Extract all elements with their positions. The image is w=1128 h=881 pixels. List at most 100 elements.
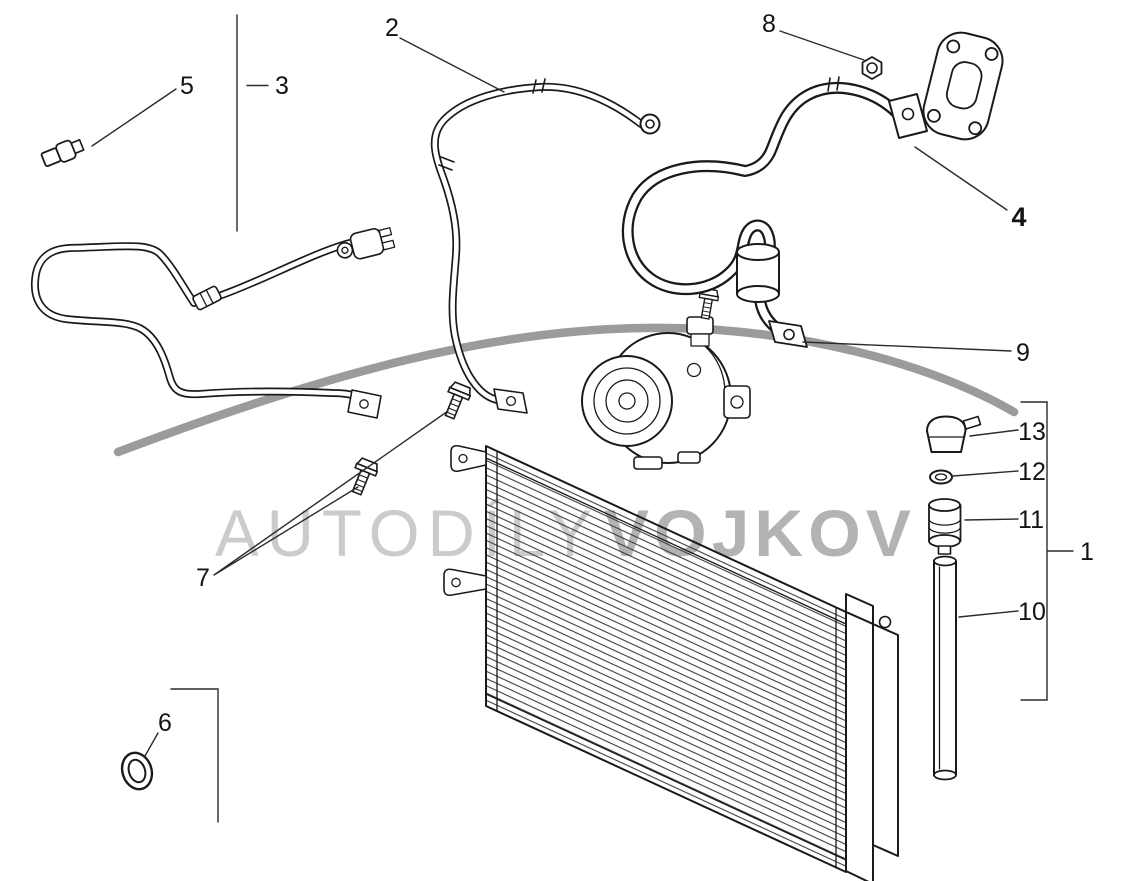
- pipe-3-end-bracket: [347, 389, 382, 419]
- pipe-part-3: [30, 227, 396, 419]
- muffler-bottom: [736, 285, 780, 303]
- pipe-2-ring-end: [639, 113, 661, 135]
- compressor-manifold: [723, 385, 751, 419]
- nut-hole: [866, 62, 878, 74]
- fitting-part-5: [40, 138, 85, 168]
- sensor-body: [349, 227, 385, 260]
- muffler-sides: [736, 251, 780, 295]
- o-ring-inner: [127, 758, 147, 784]
- gasket-bolt-hole-3: [927, 108, 941, 123]
- nut-hex: [861, 56, 883, 80]
- leader-7: [213, 410, 449, 576]
- compressor-pulley-ring-2: [605, 379, 649, 423]
- pipe-2-tube-fill: [432, 84, 644, 404]
- leader-13: [969, 429, 1019, 437]
- condenser-inner-lines: [485, 450, 847, 869]
- callout-4: 4: [1011, 202, 1026, 232]
- callout-11: 11: [1018, 506, 1044, 534]
- gasket-bolt-hole-4: [968, 121, 983, 136]
- coupling-ribs: [199, 289, 214, 308]
- pipe-4-flange: [888, 93, 928, 139]
- tube-fill: [934, 561, 956, 775]
- pipe-4-tube-fill: [624, 84, 902, 335]
- callout-2: 2: [385, 14, 399, 42]
- pipe-part-4: [621, 76, 928, 348]
- compressor-pulley-hub: [618, 392, 636, 410]
- condenser-tank-inner: [845, 611, 874, 881]
- pipe-2-clamp-ticks: [438, 156, 455, 171]
- o-ring-part-6: [120, 751, 154, 791]
- callout-8: 8: [762, 10, 776, 38]
- coupling-body: [192, 285, 222, 311]
- gasket-bolt-hole-2: [984, 47, 999, 61]
- plug-sides: [928, 504, 962, 542]
- pipe-4-joint-ticks: [827, 76, 840, 92]
- callout-6: 6: [158, 709, 172, 737]
- gasket-center-hole: [945, 61, 983, 110]
- compressor-detail-hole: [686, 362, 702, 378]
- compressor-part-9: [581, 287, 751, 470]
- plug-nipple: [937, 545, 952, 555]
- o-ring-outer: [120, 751, 154, 791]
- callout-9: 9: [1016, 339, 1030, 367]
- pipe-4-end-bracket-hole: [783, 328, 795, 341]
- leader-lines: [91, 14, 1074, 823]
- pipe-2-ring-hole: [645, 119, 655, 129]
- condenser-fins: [486, 446, 846, 872]
- compressor-mount-lug-1: [633, 456, 663, 470]
- condenser-bracket-top: [450, 444, 487, 473]
- compressor-mount-lug-2: [677, 451, 701, 464]
- plug-part-11: [928, 498, 962, 555]
- callout-7: 7: [196, 564, 210, 592]
- tube-top: [933, 555, 957, 567]
- small-o-ring-inner: [934, 473, 948, 481]
- plug-top: [928, 498, 961, 512]
- pipe-2-end-bracket-hole: [505, 395, 517, 407]
- pipe-3-sensor: [336, 227, 396, 260]
- callout-1: 1: [1080, 538, 1094, 566]
- gasket-plate: [922, 31, 1004, 141]
- compressor-manifold-hole: [730, 395, 744, 409]
- leader-2: [399, 37, 505, 93]
- pipe-3-end-bracket-hole: [359, 399, 369, 409]
- leader-6: [144, 688, 219, 823]
- bolt-upper: [438, 380, 474, 423]
- sensor-pin-bottom: [381, 239, 396, 251]
- leader-12: [952, 470, 1019, 477]
- nut-part-8: [861, 56, 883, 80]
- callout-3: 3: [275, 72, 289, 100]
- pipe-2-end-bracket: [493, 388, 528, 414]
- fitting-tip: [70, 138, 85, 155]
- pipe-3-tube-fill: [32, 243, 359, 399]
- leader-8: [779, 30, 865, 61]
- tube-bottom: [933, 769, 957, 781]
- o-ring-part-12: [929, 469, 953, 485]
- muffler-top: [736, 243, 780, 261]
- condenser-bracket-bottom: [443, 568, 487, 597]
- pipe-part-2: [430, 78, 661, 414]
- condenser-bracket-bottom-hole: [451, 577, 461, 588]
- leader-9: [802, 341, 1012, 352]
- callout-5: 5: [180, 72, 194, 100]
- condenser-part-1: [443, 444, 899, 881]
- plug-ribs: [928, 518, 962, 534]
- condenser-port: [878, 615, 892, 629]
- compressor-pulley: [581, 355, 673, 447]
- callout-13: 13: [1018, 418, 1046, 446]
- leader-5: [91, 88, 177, 147]
- sensor-pin-top: [378, 227, 393, 238]
- cap-tab: [962, 415, 982, 430]
- leader-10: [958, 610, 1019, 618]
- leader-11: [964, 518, 1019, 521]
- cap-body: [926, 415, 967, 453]
- pipe-3-coupling: [192, 285, 222, 311]
- leader-4: [914, 146, 1008, 211]
- callout-10: 10: [1018, 598, 1046, 626]
- condenser-tank-outer: [872, 623, 899, 857]
- compressor-pulley-ring-1: [593, 367, 661, 435]
- pipe-4-end-bracket: [768, 320, 808, 348]
- condenser-bracket-top-hole: [458, 453, 468, 464]
- drier-tube-part-10: [933, 555, 957, 781]
